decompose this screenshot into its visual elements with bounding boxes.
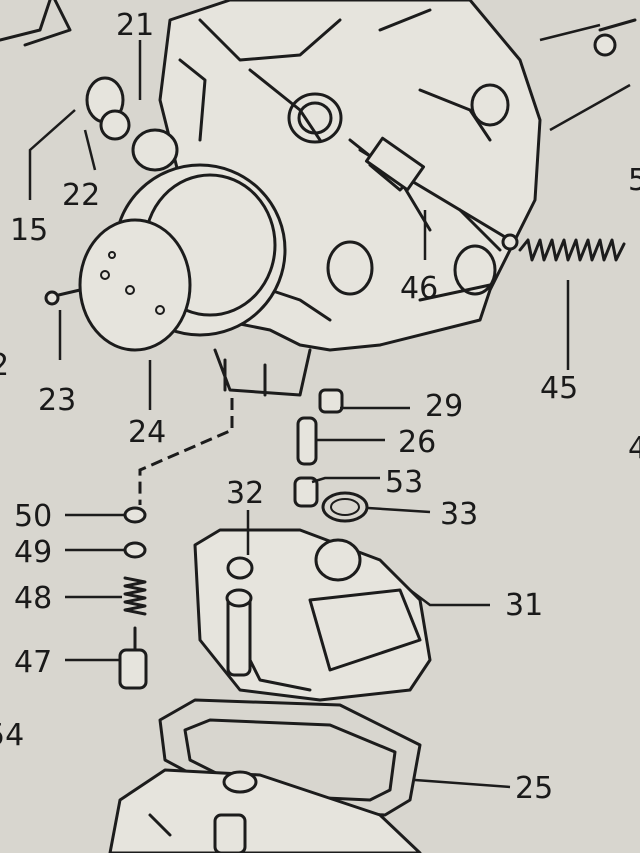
top-right-screw-drawing	[593, 18, 637, 57]
jet-26-drawing	[296, 416, 318, 466]
spring-48-drawing	[123, 576, 147, 616]
spring-45-drawing	[501, 233, 626, 262]
diaphragm-cover-drawing	[78, 163, 287, 352]
part-labels: 21 22 15 23 24 46 45 29 26 53 33 32 31 5…	[0, 8, 640, 806]
part-label-46: 46	[400, 271, 438, 306]
part-label-23: 23	[38, 383, 76, 418]
part-label-21: 21	[116, 8, 154, 43]
screw-47-drawing	[118, 626, 148, 690]
part-label-47: 47	[14, 645, 52, 680]
float-assembly-drawing	[193, 528, 432, 702]
part-label-31: 31	[505, 588, 543, 623]
washer-49-drawing	[123, 541, 147, 559]
edge-fragment-4: 4	[628, 431, 640, 466]
part-label-50: 50	[14, 499, 52, 534]
part-label-25: 25	[515, 771, 553, 806]
fitting-21-22-drawing	[85, 76, 179, 172]
part-label-15: 15	[10, 213, 48, 248]
float-bowl-drawing	[108, 768, 422, 853]
o-ring-33-drawing	[321, 491, 369, 523]
edge-fragment-5: 5	[628, 163, 640, 198]
jet-29-drawing	[318, 388, 344, 414]
jet-53-drawing	[293, 476, 319, 508]
part-label-49: 49	[14, 535, 52, 570]
part-label-45: 45	[540, 371, 578, 406]
part-label-22: 22	[62, 178, 100, 213]
edge-fragment-2: 2	[0, 348, 9, 383]
washer-50-drawing	[123, 506, 147, 524]
part-label-33: 33	[440, 497, 478, 532]
part-label-48: 48	[14, 581, 52, 616]
rod-46-drawing	[358, 136, 512, 242]
part-label-26: 26	[398, 425, 436, 460]
part-label-24: 24	[128, 415, 166, 450]
part-label-32: 32	[226, 476, 264, 511]
part-label-54: 54	[0, 718, 24, 753]
screw-23-drawing	[44, 288, 82, 306]
part-label-53: 53	[385, 465, 423, 500]
top-left-bracket-drawing	[0, 0, 72, 47]
leader-lines	[28, 23, 631, 789]
part-label-29: 29	[425, 389, 463, 424]
